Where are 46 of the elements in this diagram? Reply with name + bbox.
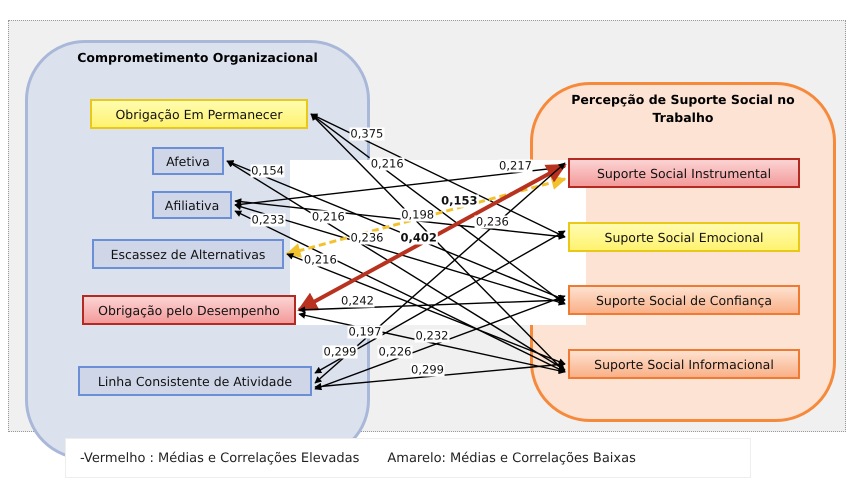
edge-label: 0,154 [250,164,286,178]
construct-box: Suporte Social Emocional [568,222,800,252]
edge-label: 0,226 [378,346,412,359]
arrow [298,296,566,314]
arrow [310,114,566,372]
arrow [234,210,566,373]
construct-box: Afiliativa [152,191,232,219]
legend-note: -Vermelho : Médias e Correlações Elevadas [80,450,360,466]
arrow [314,230,566,374]
construct-box: Suporte Social de Confiança [568,285,800,315]
group-title: Percepção de Suporte Social no Trabalho [570,91,796,128]
edge-label: 0,216 [370,158,405,170]
construct-box: Suporte Social Instrumental [568,158,800,188]
edge-label: 0,197 [348,326,382,338]
arrow [234,198,566,240]
edge-label: 0,402 [400,231,438,244]
arrow [314,361,566,390]
construct-box: Escassez de Alternativas [92,239,284,269]
construct-box: Obrigação Em Permanecer [90,99,308,129]
construct-box: Afetiva [152,147,224,175]
edge-label: 0,232 [414,330,450,342]
edge-label: 0,236 [350,231,384,244]
edge-label: 0,216 [310,210,346,224]
edge-label: 0,299 [410,363,445,376]
group-title: Comprometimento Organizacional [76,49,319,67]
edge-label: 0,233 [250,214,286,227]
arrow [286,253,566,365]
edge-label: 0,153 [440,194,479,207]
edge-label: 0,198 [400,208,436,222]
edge-label: 0,299 [322,345,358,358]
edge-label: 0,242 [340,294,375,308]
edge-label: 0,236 [474,216,510,229]
arrow [310,113,566,305]
edge-label: 0,216 [302,254,338,267]
arrow [310,113,566,238]
construct-box: Suporte Social Informacional [568,349,800,379]
legend-note: Amarelo: Médias e Correlações Baixas [387,450,636,466]
arrow [314,294,566,390]
edge-label: 0,375 [349,128,384,141]
construct-box: Obrigação pelo Desempenho [82,295,296,325]
arrow [297,163,567,312]
edge-label: 0,217 [498,159,533,172]
arrow [286,175,566,258]
construct-box: Linha Consistente de Atividade [78,366,312,396]
arrow [234,203,566,306]
arrow [226,160,566,371]
